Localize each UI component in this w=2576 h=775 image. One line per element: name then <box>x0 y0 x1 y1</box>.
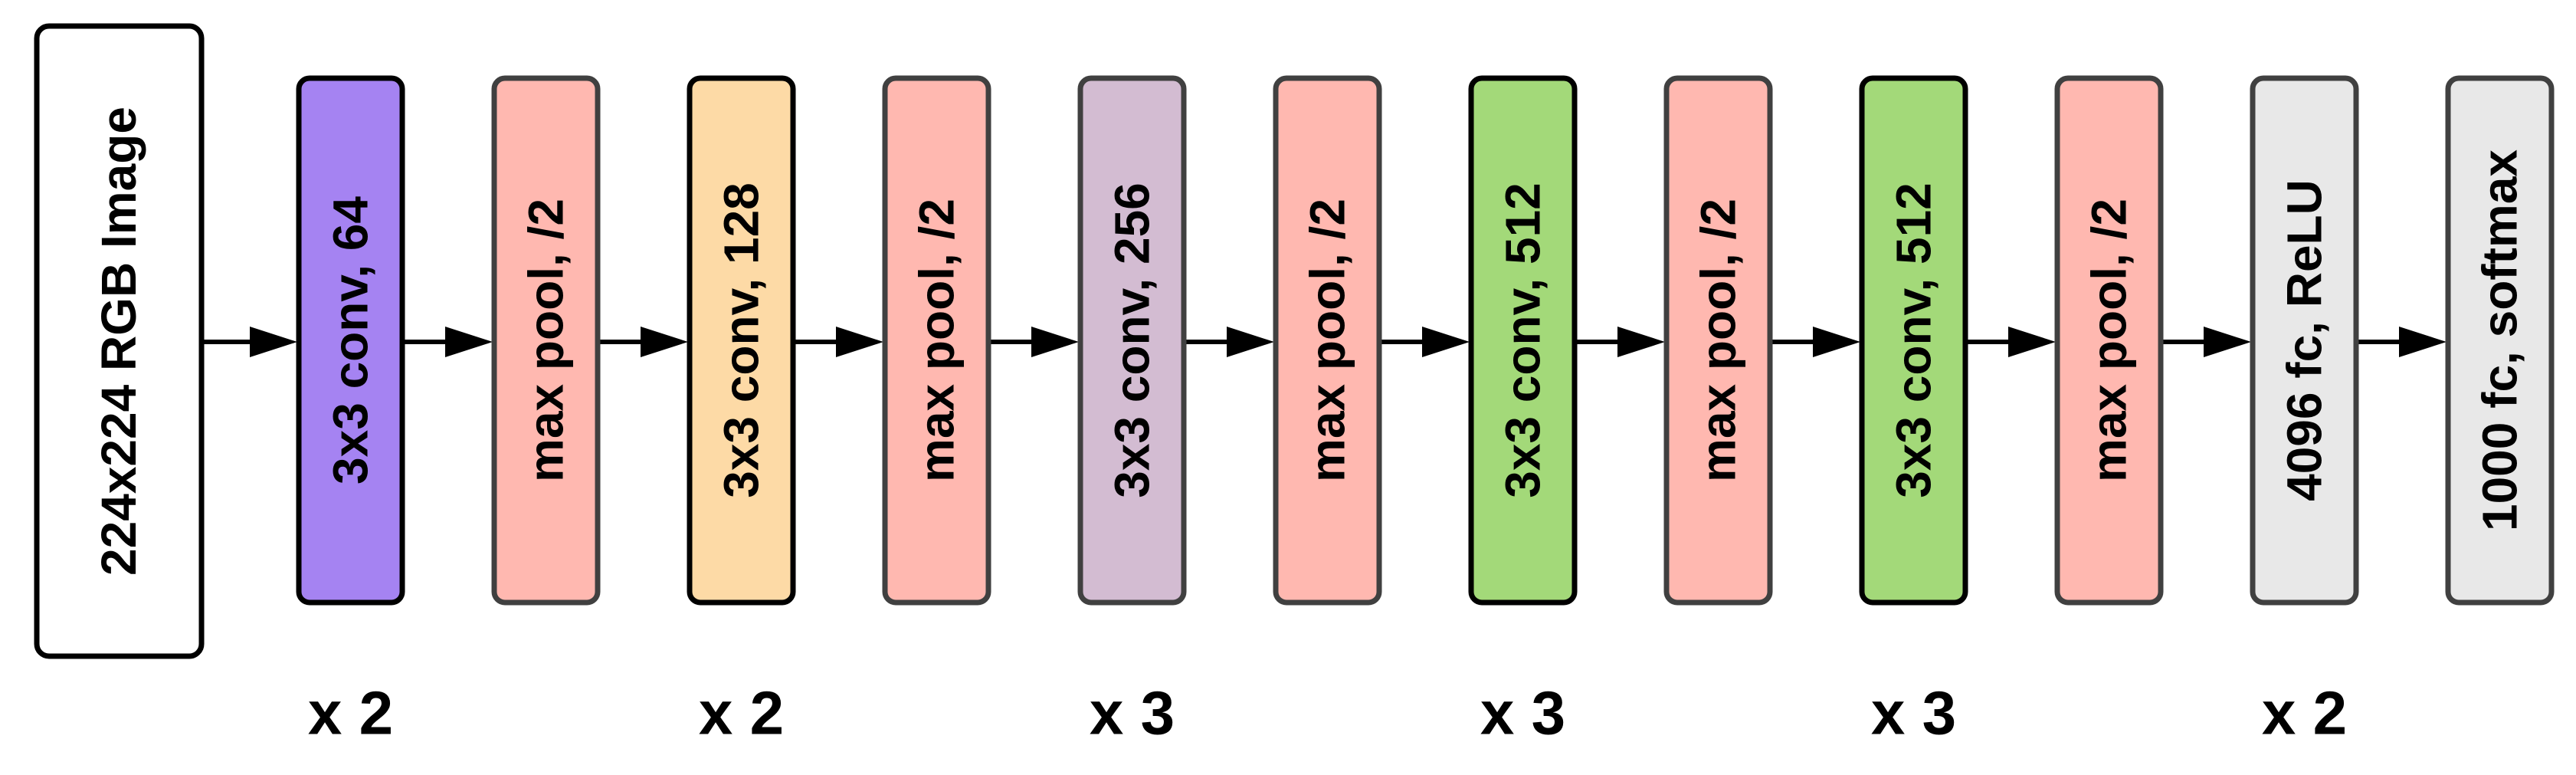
input-label: 224x224 RGB Image <box>91 107 146 576</box>
layer-block: 3x3 conv, 128 <box>687 75 796 606</box>
arrowhead <box>1227 327 1274 357</box>
layer-blocks: 3x3 conv, 64 max pool, /2 3x3 conv, 128 max… <box>296 75 2555 606</box>
layer-label: 3x3 conv, 128 <box>714 182 769 498</box>
layer-block: 3x3 conv, 512 <box>1859 75 1968 606</box>
layer-label: 3x3 conv, 512 <box>1496 182 1551 498</box>
arrowhead <box>1422 327 1470 357</box>
layer-box <box>2054 75 2164 606</box>
layer-block: 3x3 conv, 256 <box>1077 75 1187 606</box>
repeat-count: x 3 <box>1871 679 1956 747</box>
input-node: 224x224 RGB Image <box>34 23 205 659</box>
arrowhead <box>836 327 883 357</box>
layer-label: max pool, /2 <box>519 199 574 482</box>
layer-label: 1000 fc, softmax <box>2473 149 2528 531</box>
repeat-count: x 2 <box>2262 679 2347 747</box>
layer-box <box>1273 75 1382 606</box>
layer-box <box>687 75 796 606</box>
layer-block: max pool, /2 <box>2054 75 2164 606</box>
arrowhead <box>445 327 493 357</box>
layer-box <box>2250 75 2359 606</box>
layer-box <box>2445 75 2555 606</box>
layer-block: max pool, /2 <box>1663 75 1773 606</box>
layer-block: 3x3 conv, 512 <box>1468 75 1578 606</box>
layer-label: 4096 fc, ReLU <box>2277 179 2332 501</box>
layer-block: max pool, /2 <box>882 75 991 606</box>
repeat-multipliers: x 2 x 2 x 3 x 3 x 3 x 2 <box>308 679 2347 747</box>
layer-box <box>1468 75 1578 606</box>
layer-label: max pool, /2 <box>1300 199 1355 482</box>
layer-box <box>491 75 601 606</box>
layer-block: max pool, /2 <box>491 75 601 606</box>
layer-box <box>296 75 405 606</box>
layer-block: 3x3 conv, 64 <box>296 75 405 606</box>
layer-label: max pool, /2 <box>1691 199 1746 482</box>
repeat-count: x 2 <box>308 679 393 747</box>
layer-label: 3x3 conv, 64 <box>323 196 379 484</box>
layer-block: 1000 fc, softmax <box>2445 75 2555 606</box>
layer-box <box>882 75 991 606</box>
arrowhead <box>2204 327 2251 357</box>
layer-label: max pool, /2 <box>909 199 965 482</box>
arrowhead <box>2008 327 2056 357</box>
arrowhead <box>2399 327 2447 357</box>
layer-block: max pool, /2 <box>1273 75 1382 606</box>
layer-label: 3x3 conv, 512 <box>1886 182 1942 498</box>
layer-label: 3x3 conv, 256 <box>1105 182 1160 498</box>
arrowhead <box>250 327 297 357</box>
repeat-count: x 3 <box>1090 679 1175 747</box>
layer-box <box>1663 75 1773 606</box>
layer-box <box>1859 75 1968 606</box>
arrowhead <box>1031 327 1079 357</box>
arrowhead <box>1617 327 1665 357</box>
layer-label: max pool, /2 <box>2082 199 2137 482</box>
repeat-count: x 3 <box>1480 679 1565 747</box>
layer-box <box>1077 75 1187 606</box>
input-box <box>34 23 205 659</box>
arrowhead <box>1813 327 1860 357</box>
arrowhead <box>641 327 688 357</box>
layer-block: 4096 fc, ReLU <box>2250 75 2359 606</box>
repeat-count: x 2 <box>699 679 784 747</box>
arrows <box>203 327 2447 357</box>
